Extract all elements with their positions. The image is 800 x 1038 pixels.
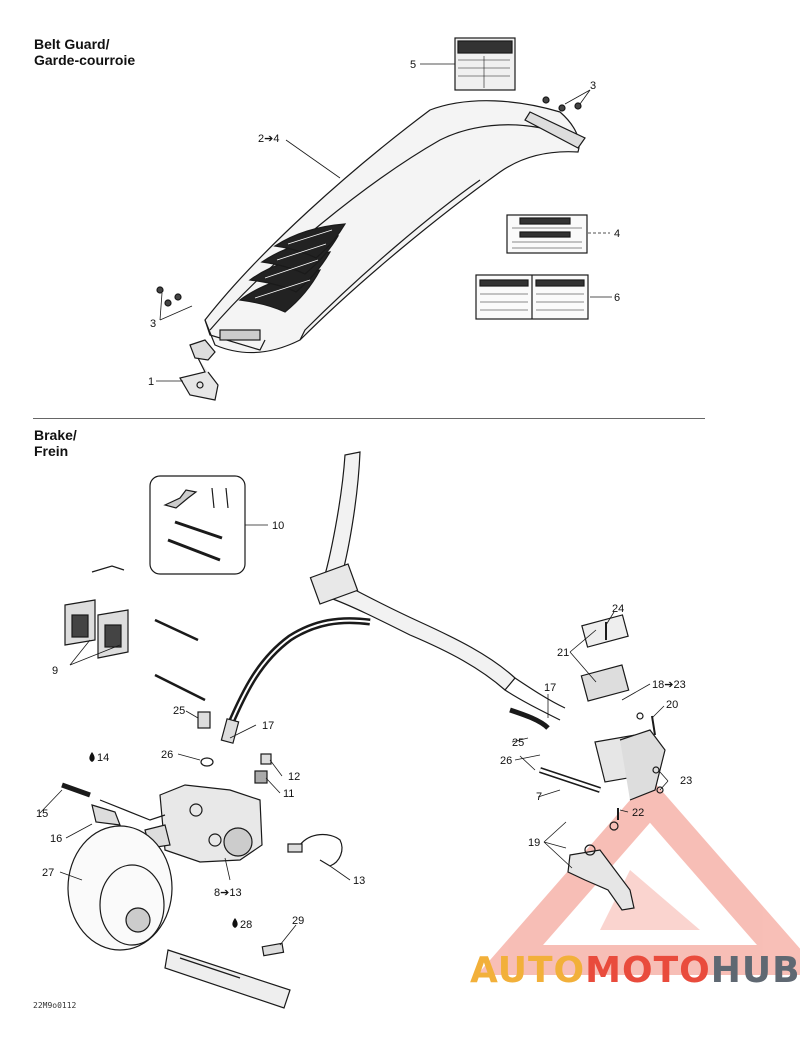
belt-guard-leaders — [156, 63, 612, 382]
kit-box-10 — [149, 475, 246, 575]
callout-12: 12 — [288, 771, 300, 783]
callout-28: 28 — [240, 919, 252, 931]
brake-leaders — [39, 524, 669, 946]
brake-title-fr: Frein — [34, 443, 69, 459]
brake-title: Brake/ Frein — [34, 427, 77, 459]
handlebar — [309, 451, 566, 721]
callout-9: 9 — [52, 665, 58, 677]
brake-lamp-switch-13 — [287, 834, 343, 867]
callout-29: 29 — [292, 915, 304, 927]
callout-3-top: 3 — [590, 80, 596, 92]
callout-6: 6 — [614, 292, 620, 304]
callout-4: 4 — [614, 228, 620, 240]
key-29 — [261, 942, 285, 957]
shaft — [164, 949, 291, 1009]
belt-guard-title: Belt Guard/ Garde-courroie — [34, 36, 135, 68]
watermark-part-1: AUTO — [470, 950, 586, 991]
callout-23: 23 — [680, 775, 692, 787]
section-divider — [33, 418, 705, 419]
brake-lever — [567, 821, 635, 911]
brake-pads-9 — [64, 565, 206, 702]
figure-code: 22M9o0112 — [33, 1001, 77, 1010]
callout-14: 14 — [97, 752, 109, 764]
callout-10: 10 — [272, 520, 284, 532]
callout-5: 5 — [410, 59, 416, 71]
watermark-logo: AUTOMOTOHUB — [470, 950, 800, 991]
fluid-drop-icons — [89, 752, 238, 928]
callout-18-23: 18➔23 — [652, 679, 686, 691]
watermark-part-2: MOTO — [585, 950, 711, 991]
callout-3-left: 3 — [150, 318, 156, 330]
callout-8-13: 8➔13 — [214, 887, 242, 899]
brake-disc-27 — [67, 825, 173, 951]
callout-7: 7 — [536, 791, 542, 803]
callout-27: 27 — [42, 867, 54, 879]
callout-25-left: 25 — [173, 705, 185, 717]
callout-2-4: 2➔4 — [258, 133, 279, 145]
callout-17-left: 17 — [262, 720, 274, 732]
decal-5 — [454, 37, 516, 91]
belt-guard-bracket — [179, 339, 219, 401]
callout-19: 19 — [528, 837, 540, 849]
fittings-25-26-11-12 — [197, 711, 272, 784]
watermark-triangle — [476, 777, 800, 975]
caliper-assembly — [144, 784, 263, 863]
callout-20: 20 — [666, 699, 678, 711]
callout-16: 16 — [50, 833, 62, 845]
callout-11: 11 — [283, 788, 294, 800]
nuts-3-top — [542, 96, 582, 112]
nuts-3-left — [156, 286, 182, 307]
belt-guard-title-en: Belt Guard/ — [34, 36, 110, 52]
callout-13: 13 — [353, 875, 365, 887]
callout-24: 24 — [612, 603, 624, 615]
belt-guard-cover — [204, 100, 586, 354]
callout-15: 15 — [36, 808, 48, 820]
callout-22: 22 — [632, 807, 644, 819]
master-cylinder — [509, 614, 666, 801]
callout-21: 21 — [557, 647, 569, 659]
callout-17-right: 17 — [544, 682, 556, 694]
callout-1: 1 — [148, 376, 154, 388]
callout-26-right: 26 — [500, 755, 512, 767]
brake-hose — [220, 617, 371, 744]
brake-title-en: Brake/ — [34, 427, 77, 443]
bleeder-15-16 — [61, 782, 166, 826]
belt-guard-title-fr: Garde-courroie — [34, 52, 136, 68]
watermark-part-3: HUB — [710, 950, 800, 991]
callout-26-left: 26 — [161, 749, 173, 761]
decal-4 — [506, 214, 588, 254]
decal-6 — [475, 274, 589, 320]
callout-25-right: 25 — [512, 737, 524, 749]
